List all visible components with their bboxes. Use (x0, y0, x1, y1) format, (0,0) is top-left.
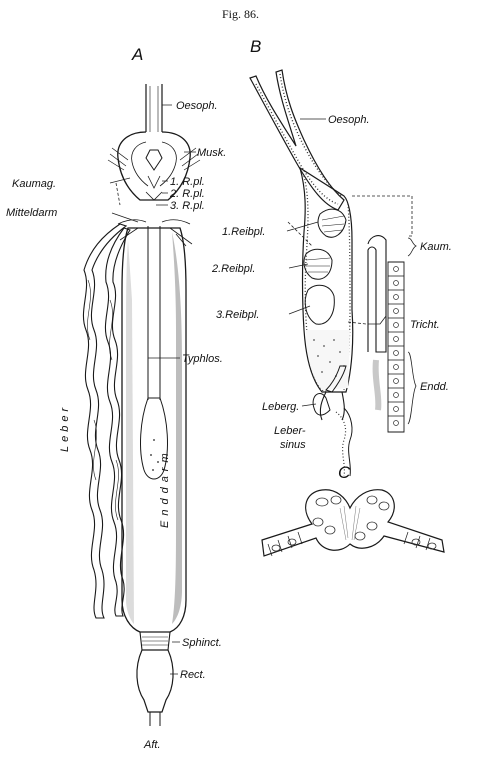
label-b-endd: Endd. (420, 381, 449, 393)
panel-a-letter: A (131, 45, 143, 64)
label-b-kaum: Kaum. (420, 241, 452, 253)
label-a-oesoph: Oesoph. (176, 100, 218, 112)
panel-b: B (211, 37, 452, 476)
label-a-rpl3: 3. R.pl. (170, 200, 205, 212)
figure-caption: Fig. 86. (222, 7, 259, 21)
label-b-reibpl1: 1.Reibpl. (222, 226, 265, 238)
label-b-reibpl3: 3.Reibpl. (216, 309, 259, 321)
label-a-aft: Aft. (143, 739, 161, 751)
label-a-mitteldarm: Mitteldarm (6, 207, 57, 219)
label-b-lebersinus-1: Leber- (274, 425, 306, 437)
label-b-tricht: Tricht. (410, 319, 440, 331)
panel-b-letter: B (250, 37, 261, 56)
label-a-kaumag: Kaumag. (12, 178, 56, 190)
panel-c-letter: C (338, 463, 351, 482)
label-a-rpl2: 2. R.pl. (169, 188, 205, 200)
panel-c-section (262, 490, 444, 556)
label-a-enddarm: Enddarm (159, 448, 171, 528)
panel-a-rectum (137, 632, 173, 726)
panel-a-leber (83, 224, 130, 618)
label-b-leberg: Leberg. (262, 401, 299, 413)
panel-a-enddarm (122, 228, 186, 632)
label-a-musk: Musk. (197, 147, 226, 159)
panel-a: A (6, 45, 226, 751)
panel-b-enddarm-wall (368, 236, 404, 432)
label-a-leber: Leber (59, 404, 71, 452)
label-a-rect: Rect. (180, 669, 206, 681)
label-b-lebersinus-2: sinus (280, 439, 306, 451)
panel-b-kaumagen (300, 168, 353, 392)
label-b-oesoph: Oesoph. (328, 114, 370, 126)
label-a-rpl1: 1. R.pl. (170, 176, 205, 188)
label-b-reibpl2: 2.Reibpl. (211, 263, 255, 275)
panel-b-oesophagus (250, 70, 344, 210)
panel-a-oesophagus (146, 84, 162, 132)
panel-a-typhlosolis (141, 226, 168, 479)
panel-b-kaumagen-bracket (352, 196, 412, 236)
label-a-typhlos: Typhlos. (182, 353, 223, 365)
panel-c: C (262, 463, 444, 556)
label-a-sphinct: Sphinct. (182, 637, 222, 649)
